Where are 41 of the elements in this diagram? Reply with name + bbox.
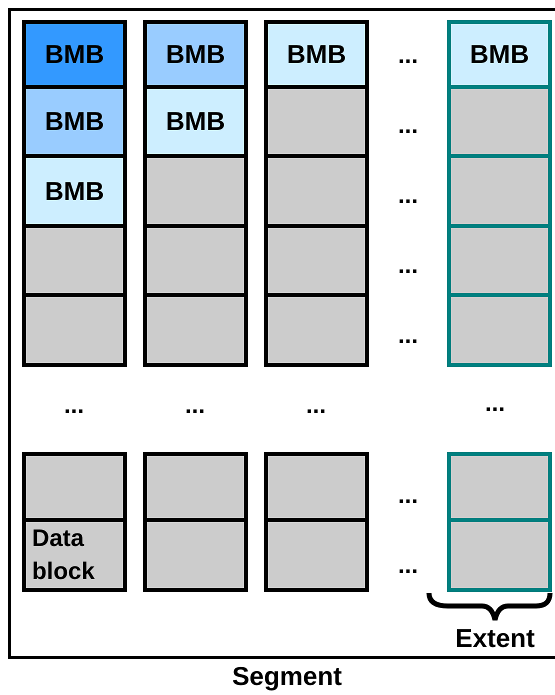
block bbox=[264, 297, 369, 367]
block bbox=[22, 228, 127, 297]
block bbox=[143, 522, 248, 592]
block bbox=[447, 158, 552, 228]
block bbox=[447, 89, 552, 158]
bitmap-block: BMB bbox=[447, 20, 552, 89]
bitmap-block: BMB bbox=[22, 89, 127, 158]
block bbox=[447, 297, 552, 367]
bitmap-block: BMB bbox=[143, 89, 248, 158]
data-block: Data block bbox=[22, 522, 127, 592]
ellipsis: ... bbox=[396, 111, 419, 141]
block bbox=[264, 158, 369, 228]
block bbox=[22, 452, 127, 522]
block bbox=[143, 297, 248, 367]
ellipsis: ... bbox=[396, 321, 419, 351]
segment-label: Segment bbox=[231, 660, 343, 692]
block bbox=[264, 522, 369, 592]
block bbox=[447, 522, 552, 592]
block bbox=[143, 452, 248, 522]
block bbox=[143, 228, 248, 297]
block bbox=[264, 228, 369, 297]
bitmap-block: BMB bbox=[143, 20, 248, 89]
bitmap-block: BMB bbox=[22, 158, 127, 228]
extent-label: Extent bbox=[454, 622, 536, 654]
ellipsis: ... bbox=[62, 391, 85, 421]
block bbox=[447, 228, 552, 297]
ellipsis: ... bbox=[396, 481, 419, 511]
block bbox=[143, 158, 248, 228]
block bbox=[264, 452, 369, 522]
ellipsis: ... bbox=[396, 251, 419, 281]
ellipsis: ... bbox=[304, 391, 327, 421]
ellipsis: ... bbox=[484, 389, 506, 419]
ellipsis: ... bbox=[396, 41, 419, 71]
block bbox=[22, 297, 127, 367]
ellipsis: ... bbox=[396, 181, 419, 211]
bitmap-block: BMB bbox=[22, 20, 127, 89]
block bbox=[447, 452, 552, 522]
ellipsis: ... bbox=[396, 551, 419, 581]
block bbox=[264, 89, 369, 158]
ellipsis: ... bbox=[184, 391, 206, 421]
bitmap-block: BMB bbox=[264, 20, 369, 89]
